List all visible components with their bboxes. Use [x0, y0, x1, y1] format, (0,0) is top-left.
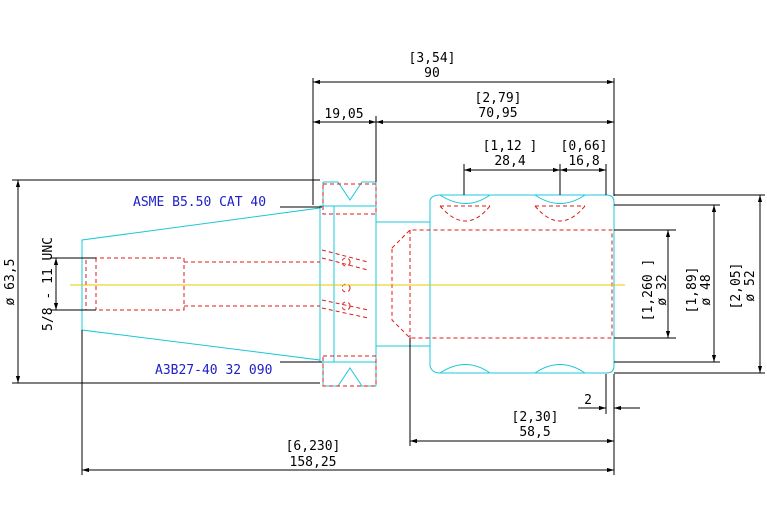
dim-nose-mm: 58,5 — [519, 425, 550, 440]
part-number-note: A3B27-40 32 090 — [155, 363, 272, 378]
dim-groove1-inch: [1,12 ] — [483, 139, 538, 154]
dim-outer-dia-inch: [2,05] — [729, 263, 744, 310]
part-outline — [81, 181, 615, 387]
dim-overall-inch: [3,54] — [409, 51, 456, 66]
dim-outer-dia-mm: ø 52 — [743, 270, 758, 301]
hidden-lines — [85, 183, 613, 387]
dim-bore-inch: [1,260 ] — [641, 259, 656, 322]
notes: ASME B5.50 CAT 40 A3B27-40 32 090 — [133, 195, 272, 378]
dim-groove2-mm: 16,8 — [568, 154, 599, 169]
dim-bore-mm: ø 32 — [655, 274, 670, 305]
dim-body-mm: 70,95 — [478, 106, 517, 121]
dim-flange-mm: 19,05 — [324, 107, 363, 122]
dim-body-dia-inch: [1,89] — [685, 267, 700, 314]
dim-total-inch: [6,230] — [286, 439, 341, 454]
dimension-texts: [3,54] 90 19,05 [2,79] 70,95 [1,12 ] 28,… — [3, 51, 758, 470]
dim-groove2-inch: [0,66] — [561, 139, 608, 154]
spec-note: ASME B5.50 CAT 40 — [133, 195, 266, 210]
dim-nose-inch: [2,30] — [512, 410, 559, 425]
dim-overall-mm: 90 — [424, 66, 440, 81]
dim-body-inch: [2,79] — [475, 91, 522, 106]
dim-body-dia-mm: ø 48 — [699, 274, 714, 305]
dim-total-mm: 158,25 — [290, 455, 337, 470]
dim-thread: 5/8 - 11 UNC — [41, 237, 56, 331]
dim-flange-dia: ø 63,5 — [3, 259, 18, 306]
dim-groove1-mm: 28,4 — [494, 154, 525, 169]
dimension-lines — [12, 78, 765, 475]
dim-step: 2 — [584, 393, 592, 408]
